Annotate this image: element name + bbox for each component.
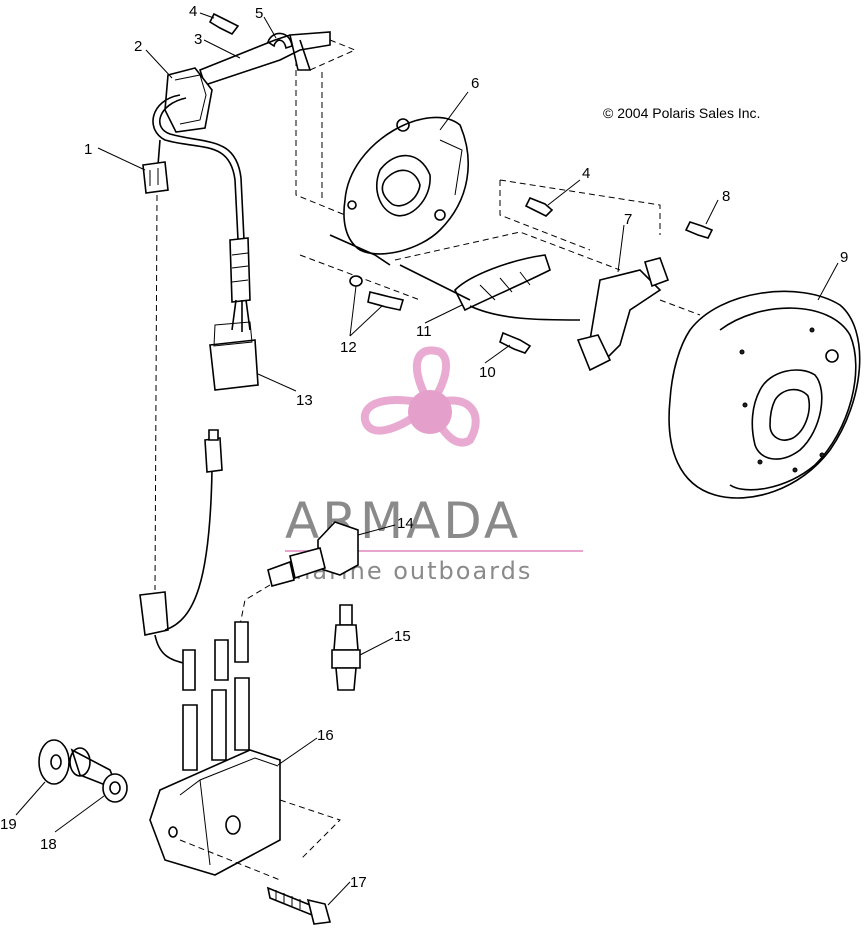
part-14-plug-cap [239, 521, 359, 626]
callout-17: 17 [350, 874, 367, 891]
callout-4-top: 4 [189, 3, 197, 20]
callout-8: 8 [722, 188, 730, 205]
part-8-screw [684, 221, 714, 239]
lower-connector [139, 429, 223, 666]
part-11-pulser [329, 234, 581, 321]
callout-16: 16 [317, 727, 334, 744]
watermark-logo [360, 346, 480, 447]
callout-6: 6 [471, 75, 479, 92]
callout-18: 18 [40, 836, 57, 853]
callout-5: 5 [255, 5, 263, 22]
part-7-trigger-coil [576, 257, 670, 372]
callout-7: 7 [624, 211, 632, 228]
callout-10: 10 [479, 364, 496, 381]
callout-15: 15 [394, 628, 411, 645]
callout-9: 9 [840, 249, 848, 266]
part-4-screw-top [208, 12, 240, 36]
part-3-bracket [199, 31, 331, 87]
part-6-stator-plate [343, 116, 469, 255]
callout-labels: 1 2 3 4 5 6 4 7 8 9 10 11 12 13 14 15 16… [0, 3, 848, 891]
part-18-bushing [69, 747, 128, 803]
callout-13: 13 [296, 392, 313, 409]
callout-1: 1 [84, 141, 92, 158]
wire-dashed-1 [154, 194, 158, 591]
part-12-screw-washer [349, 275, 405, 311]
callout-3: 3 [194, 31, 202, 48]
part-15-spark-plug [331, 604, 361, 691]
callout-12: 12 [340, 339, 357, 356]
part-16-ignition-coil [149, 749, 341, 881]
callout-14: 14 [397, 515, 414, 532]
leader-lines [15, 12, 839, 906]
part-1-connector [142, 139, 169, 194]
part-5-clip [267, 32, 293, 50]
copyright-text: © 2004 Polaris Sales Inc. [603, 105, 760, 121]
assembly-guides [295, 39, 701, 316]
part-10-screw [499, 331, 532, 354]
part-9-flywheel [668, 290, 861, 499]
part-17-bolt [266, 886, 332, 925]
coil-leads [182, 621, 250, 771]
part-4-screw-right [524, 196, 554, 217]
part-19-washer [38, 739, 70, 785]
callout-11: 11 [416, 323, 432, 340]
callout-4-right: 4 [582, 165, 590, 182]
wire-harness [152, 94, 259, 391]
callout-19: 19 [0, 816, 17, 833]
callout-2: 2 [134, 38, 142, 55]
